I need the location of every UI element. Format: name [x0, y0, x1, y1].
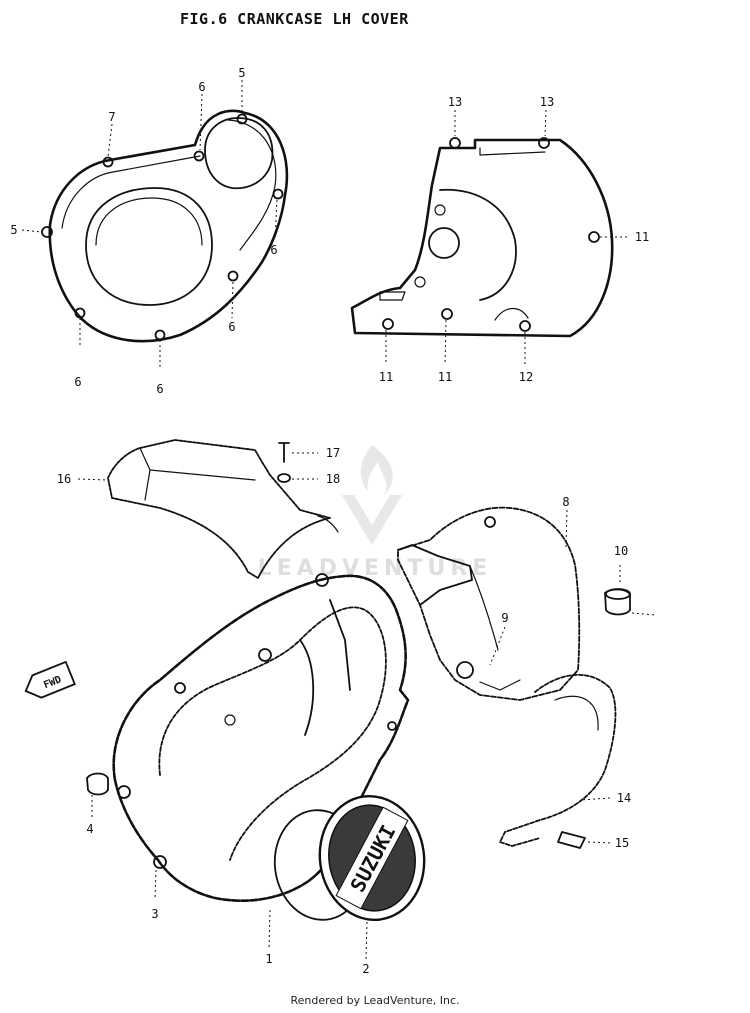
forward-direction-arrow: FWD: [24, 660, 76, 699]
callout-11-middle: 11: [438, 370, 452, 384]
gasket-leaders: [21, 80, 278, 370]
inner-cover-drawing: [350, 137, 614, 338]
leadventure-watermark: LEADVENTURE: [258, 445, 493, 581]
callout-14: 14: [617, 791, 631, 805]
right-group-leaders: [489, 509, 656, 844]
callout-9: 9: [501, 611, 508, 625]
callout-13-left: 13: [448, 95, 462, 109]
callout-5-left: 5: [10, 223, 17, 237]
callout-18: 18: [326, 472, 340, 486]
watermark-text: LEADVENTURE: [258, 556, 493, 581]
emblem-plate-drawing: SUZUKI: [273, 794, 426, 922]
footer-credit: Rendered by LeadVenture, Inc.: [290, 994, 460, 1007]
crankcase-cover-leaders: [91, 795, 271, 951]
gear-cover-drawing: [397, 506, 631, 701]
lower-bracket-drawing: [499, 674, 617, 849]
callout-17: 17: [326, 446, 340, 460]
callout-11-right: 11: [635, 230, 649, 244]
crankcase-cover-drawing: [86, 573, 410, 902]
callout-5-top: 5: [238, 66, 245, 80]
callout-4: 4: [86, 822, 93, 836]
callout-6-right: 6: [270, 243, 277, 257]
callout-13-right: 13: [540, 95, 554, 109]
callout-11-left: 11: [379, 370, 393, 384]
callout-12: 12: [519, 370, 533, 384]
callout-6-lower-right: 6: [228, 320, 235, 334]
emblem-leader: [365, 921, 368, 961]
callout-6-top: 6: [198, 80, 205, 94]
callout-1: 1: [265, 952, 272, 966]
callout-7: 7: [108, 110, 115, 124]
cover-plate-leaders: [77, 452, 318, 481]
callout-15: 15: [615, 836, 629, 850]
figure-title: FIG.6 CRANKCASE LH COVER: [180, 10, 409, 28]
callout-16: 16: [57, 472, 71, 486]
gasket-drawing: [41, 109, 289, 343]
callout-2: 2: [362, 962, 369, 976]
cover-plate-drawing: [107, 439, 339, 579]
callout-3: 3: [151, 907, 158, 921]
callout-6-bottom: 6: [156, 382, 163, 396]
callout-6-bottom-left: 6: [74, 375, 81, 389]
inner-cover-leaders: [385, 109, 630, 366]
callout-10: 10: [614, 544, 628, 558]
callout-8: 8: [562, 495, 569, 509]
